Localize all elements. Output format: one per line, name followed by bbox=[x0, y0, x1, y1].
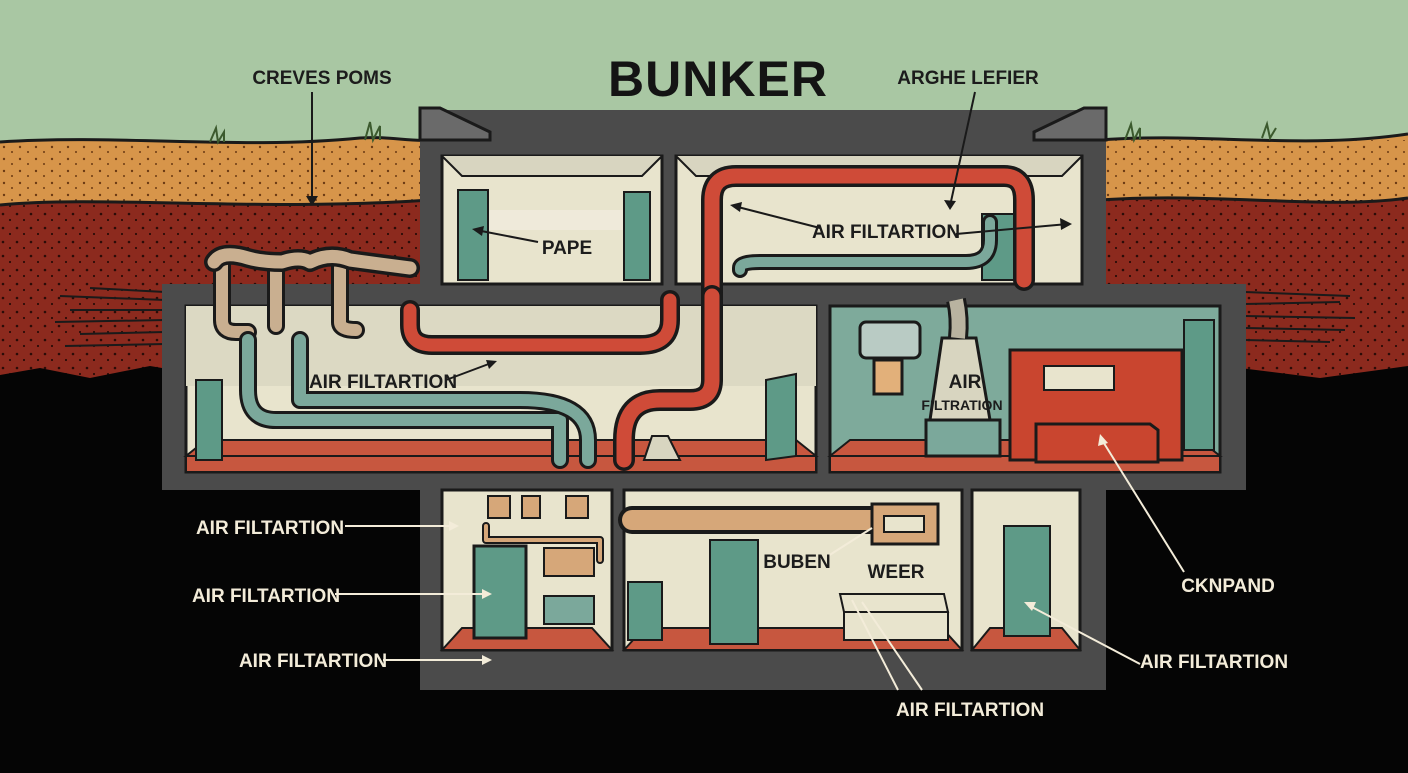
labels: BUNKER CREVES POMS ARGHE LEFIER PAPE AIR… bbox=[192, 51, 1288, 721]
label-air-unit-line1: AIR bbox=[949, 372, 982, 393]
pointer-bottom-right bbox=[1029, 605, 1141, 665]
label-weer: WEER bbox=[868, 562, 925, 583]
label-left-3: AIR FILTARTION bbox=[239, 651, 387, 672]
label-air-unit-line2: FILTRATION bbox=[921, 397, 1002, 413]
generator bbox=[472, 544, 528, 640]
pointer-pape bbox=[475, 229, 539, 243]
teal-pipes bbox=[239, 214, 998, 469]
label-air-filtration-main: AIR FILTARTION bbox=[309, 372, 457, 393]
label-left-2: AIR FILTARTION bbox=[192, 586, 340, 607]
label-buben: BUBEN bbox=[763, 552, 831, 573]
pointer-bottom-center-a bbox=[851, 599, 899, 691]
pointer-air-main bbox=[445, 361, 495, 381]
label-ckhpand: CKNPAND bbox=[1181, 576, 1275, 597]
pointer-air-top-right bbox=[955, 223, 1069, 235]
door bbox=[623, 191, 651, 281]
label-creves-poms: CREVES POMS bbox=[252, 68, 391, 89]
door bbox=[765, 372, 797, 462]
tan-vent-pipes bbox=[204, 244, 420, 341]
label-air-filtration-top: AIR FILTARTION bbox=[812, 222, 960, 243]
pointer-arghe-lefier bbox=[949, 91, 976, 207]
red-pipes bbox=[400, 165, 1035, 471]
door bbox=[457, 189, 489, 281]
pipes bbox=[204, 165, 1035, 564]
pointer-air-top-left bbox=[733, 205, 821, 229]
control-panel bbox=[543, 547, 595, 577]
side-cables bbox=[54, 287, 1356, 347]
label-pape: PAPE bbox=[542, 238, 592, 259]
label-left-1: AIR FILTARTION bbox=[196, 518, 344, 539]
pointer-bottom-center-b bbox=[861, 601, 923, 691]
door bbox=[709, 539, 759, 645]
pointer-ckhpand bbox=[1101, 439, 1185, 573]
label-bottom-center: AIR FILTARTION bbox=[896, 700, 1044, 721]
label-bottom-right: AIR FILTARTION bbox=[1140, 652, 1288, 673]
pointer-buben bbox=[827, 527, 873, 557]
label-arghe-lefier: ARGHE LEFIER bbox=[897, 68, 1039, 89]
door bbox=[195, 379, 223, 461]
air-filtration-unit bbox=[858, 297, 1002, 458]
door bbox=[1003, 525, 1051, 637]
pointer-lines bbox=[306, 91, 1185, 691]
title: BUNKER bbox=[608, 51, 828, 107]
equipment bbox=[472, 297, 1184, 641]
